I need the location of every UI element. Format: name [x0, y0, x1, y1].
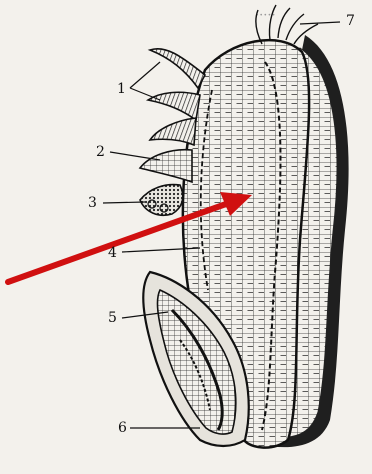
leaf-primordium-low — [150, 118, 196, 145]
callout-label-7: 7 — [346, 14, 355, 28]
callout-label-4: 4 — [108, 246, 117, 260]
small-outgrowth — [140, 185, 183, 216]
callout-label-5: 5 — [108, 311, 117, 325]
callout-label-6: 6 — [118, 421, 127, 435]
callout-label-1: 1 — [117, 82, 126, 96]
lateral-bud — [140, 150, 192, 182]
callout-label-3: 3 — [88, 196, 97, 210]
callout-label-2: 2 — [96, 145, 105, 159]
leaf-primordium-mid — [148, 92, 200, 120]
leaf-primordium-top — [150, 49, 205, 88]
